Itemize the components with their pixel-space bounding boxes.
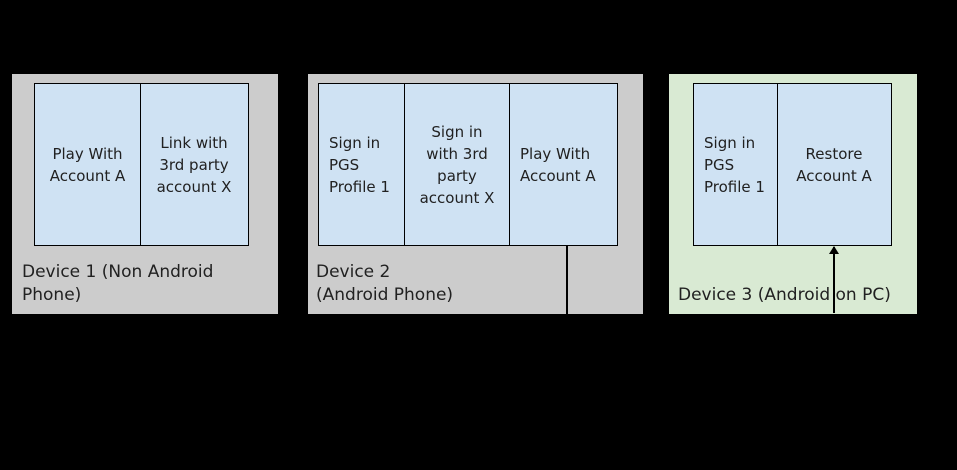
step-label: Link with 3rd party account X: [156, 133, 232, 196]
device-1-box: Play With Account A Link with 3rd party …: [12, 74, 278, 314]
step-label: Sign in PGS Profile 1: [329, 133, 390, 196]
device-2-box: Sign in PGS Profile 1 Sign in with 3rd p…: [308, 74, 643, 314]
step-label: Restore Account A: [796, 144, 872, 185]
step-sign-in-pgs-profile-1: Sign in PGS Profile 1: [693, 83, 778, 246]
step-sign-in-pgs-profile-1: Sign in PGS Profile 1: [318, 83, 405, 246]
step-label: Play With Account A: [49, 144, 126, 185]
device-1-label: Device 1 (Non Android Phone): [22, 262, 214, 305]
device-2-steps: Sign in PGS Profile 1 Sign in with 3rd p…: [318, 83, 618, 246]
step-play-with-account-a: Play With Account A: [509, 83, 618, 246]
step-play-with-account-a: Play With Account A: [34, 83, 141, 246]
step-label: Play With Account A: [520, 144, 596, 185]
step-restore-account-a: Restore Account A: [776, 83, 892, 246]
device-2-label: Device 2 (Android Phone): [316, 262, 454, 305]
step-link-with-3rd-party-account-x: Link with 3rd party account X: [139, 83, 249, 246]
step-sign-in-with-3rd-party-account-x: Sign in with 3rd party account X: [403, 83, 511, 246]
arrowhead-up-icon: [829, 246, 839, 254]
device-3-steps: Sign in PGS Profile 1 Restore Account A: [693, 83, 892, 246]
device-3-box: Sign in PGS Profile 1 Restore Account A …: [669, 74, 917, 314]
device-1-steps: Play With Account A Link with 3rd party …: [34, 83, 249, 246]
connector-down-line: [566, 246, 568, 314]
device-3-label: Device 3 (Android on PC): [678, 285, 891, 305]
step-label: Sign in PGS Profile 1: [704, 133, 765, 196]
connector-up-line: [833, 247, 835, 313]
step-label: Sign in with 3rd party account X: [419, 122, 495, 207]
